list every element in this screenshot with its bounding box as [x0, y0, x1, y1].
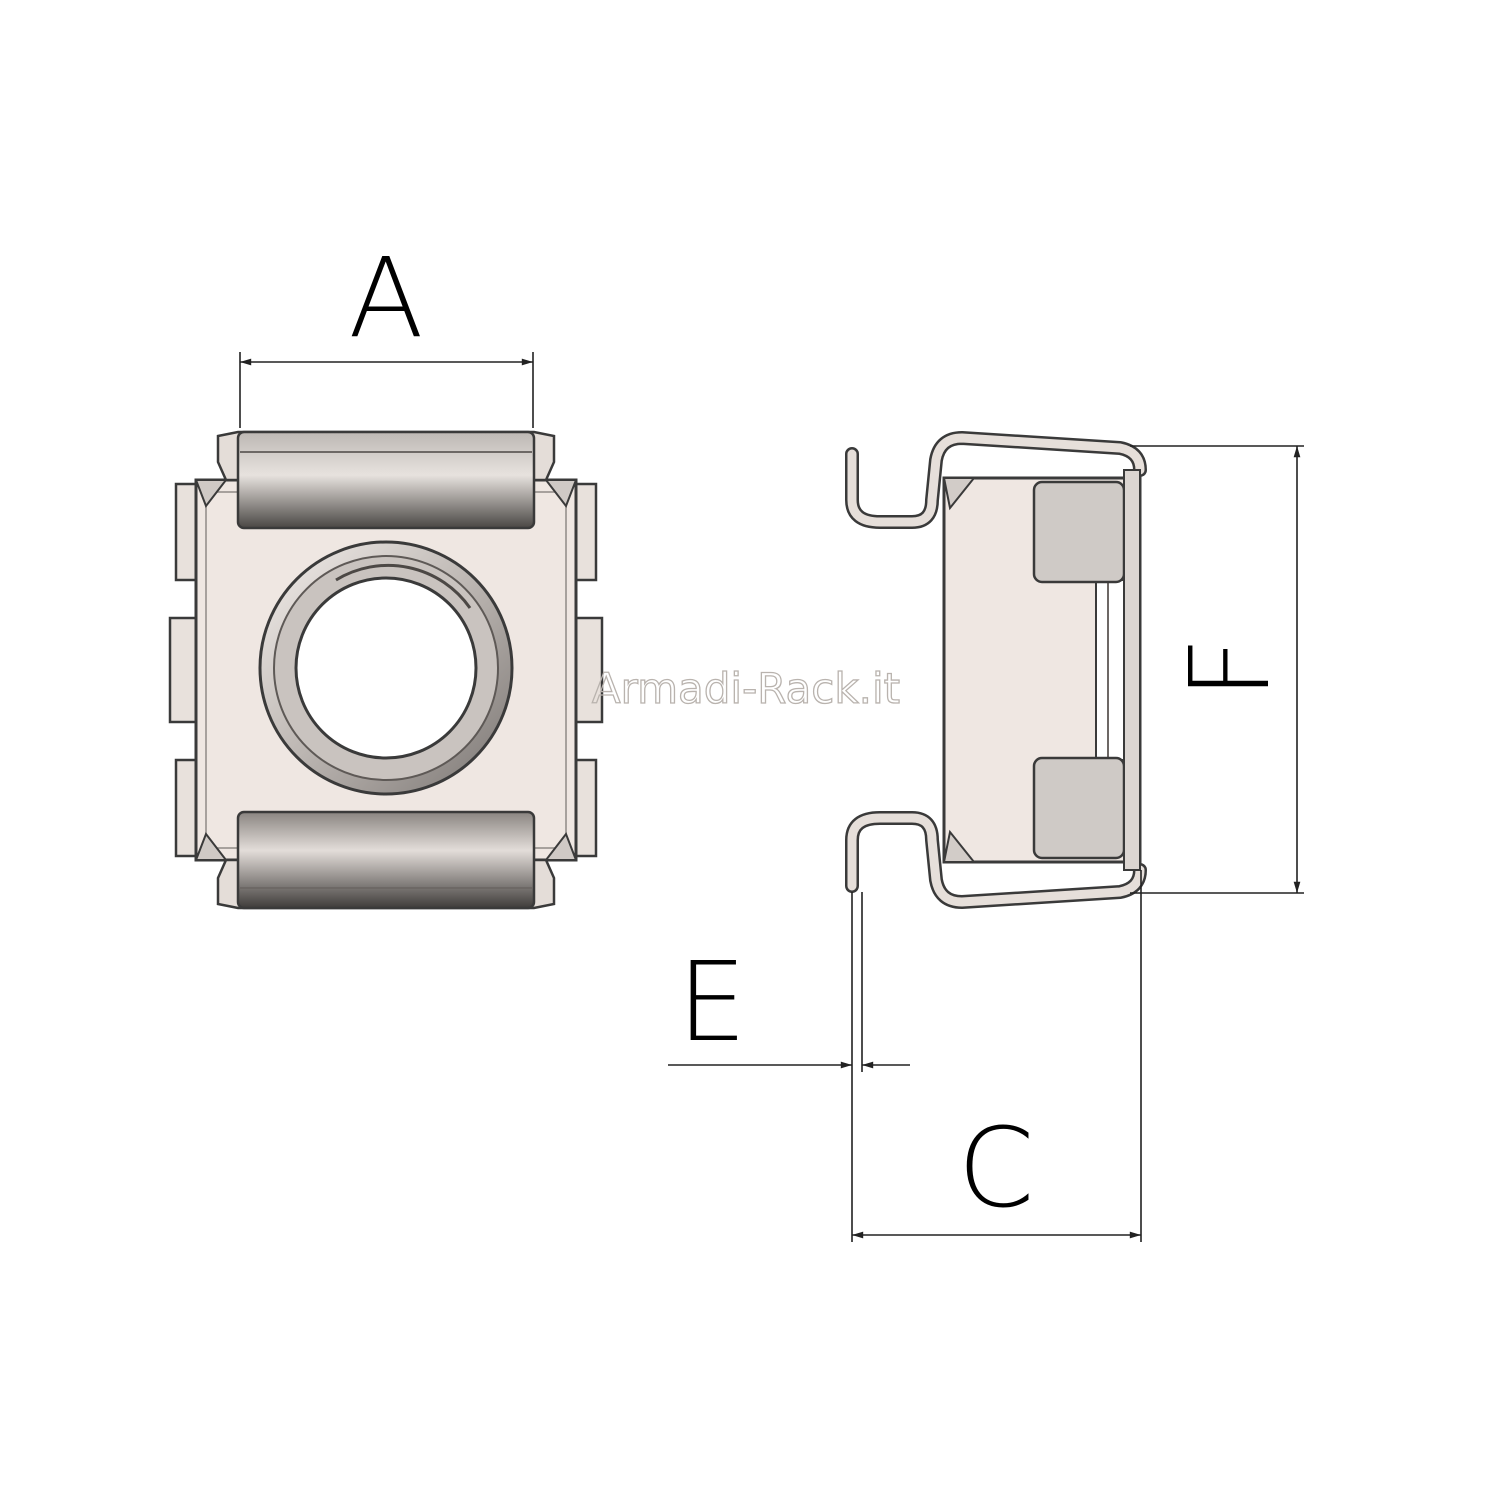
- label-a: A: [348, 234, 423, 362]
- front-corner-tl: [194, 479, 229, 509]
- label-f: F: [1166, 636, 1294, 699]
- label-e: E: [677, 938, 747, 1066]
- watermark: Armadi-Rack.it: [592, 664, 900, 713]
- side-pad-bottom: [1032, 756, 1126, 860]
- front-left-tab-mid: [168, 616, 200, 724]
- side-pad-top: [1032, 480, 1126, 584]
- side-lower-spring-fill: [847, 813, 1145, 907]
- dimensions: [239, 352, 1304, 1242]
- side-view: [845, 431, 1147, 909]
- front-corner-br: [543, 831, 578, 861]
- front-top-clip: [236, 430, 536, 530]
- side-rail: [1123, 469, 1141, 871]
- front-hole: [294, 576, 478, 760]
- front-thread-arc: [335, 563, 472, 609]
- front-view: [168, 430, 604, 910]
- front-bottom-clip: [236, 810, 536, 910]
- front-corner-bl: [194, 831, 229, 861]
- side-upper-spring-fill: [847, 433, 1145, 527]
- side-bevel-top: [942, 477, 977, 511]
- label-c: C: [958, 1104, 1035, 1232]
- side-bevel-bot: [942, 829, 977, 863]
- front-right-tab-mid: [572, 616, 604, 724]
- front-corner-tr: [543, 479, 578, 509]
